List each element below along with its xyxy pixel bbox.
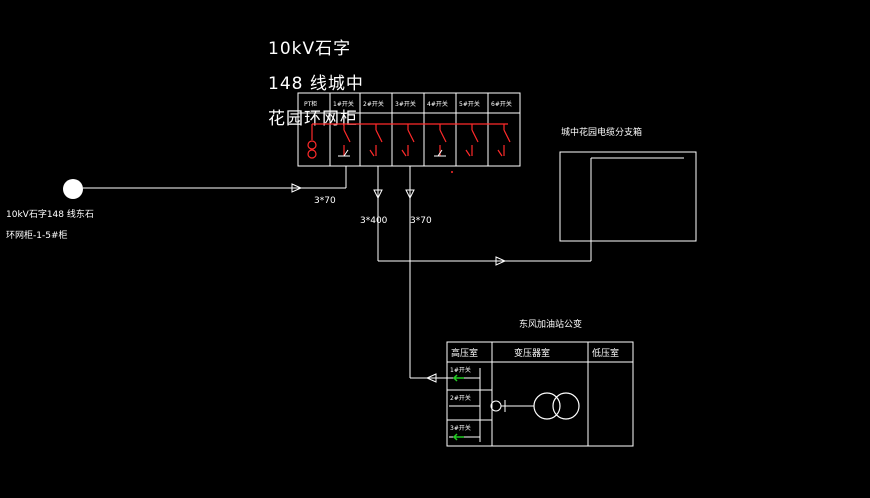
transformer-symbol [533, 392, 580, 420]
station-title-line2: 148 线城中 [268, 74, 364, 94]
cabinet-label: 1#开关 [450, 366, 471, 374]
room-label-transformer: 变压器室 [514, 347, 550, 359]
cable-label-mid: 3*400 [360, 216, 388, 226]
panel-label: PT柜 [304, 100, 317, 108]
substation-outline [446, 341, 634, 447]
panel-label: 5#开关 [459, 100, 480, 108]
cable-label-right: 3*70 [410, 216, 432, 226]
panel-label: 6#开关 [491, 100, 512, 108]
cabinet-label: 2#开关 [450, 394, 471, 402]
room-label-hv: 高压室 [451, 347, 478, 359]
cabinet-label: 3#开关 [450, 424, 471, 432]
panel-label: 1#开关 [333, 100, 354, 108]
substation-title: 东风加油站公变 [519, 318, 582, 330]
busbar-and-switches [307, 123, 511, 159]
cable-label-in: 3*70 [314, 196, 336, 206]
source-node [63, 179, 83, 199]
ring-main-unit [297, 92, 521, 167]
indicator-marks [452, 374, 464, 441]
marker-dot [451, 171, 453, 173]
branch-box-title: 城中花园电缆分支箱 [561, 126, 642, 138]
source-label-line2: 环网柜-1-5#柜 [6, 229, 68, 241]
switch-contacts [338, 149, 446, 157]
panel-label: 2#开关 [363, 100, 384, 108]
outgoing-cables [373, 157, 684, 383]
branch-box [559, 151, 697, 242]
incoming-cable [83, 166, 347, 193]
source-label-line1: 10kV石字148 线东石 [6, 208, 94, 220]
station-title-line1: 10kV石字 [268, 39, 351, 59]
panel-label: 4#开关 [427, 100, 448, 108]
panel-label: 3#开关 [395, 100, 416, 108]
panel-labels: PT柜 1#开关 2#开关 3#开关 4#开关 5#开关 6#开关 [304, 100, 512, 108]
room-label-lv: 低压室 [592, 347, 619, 359]
